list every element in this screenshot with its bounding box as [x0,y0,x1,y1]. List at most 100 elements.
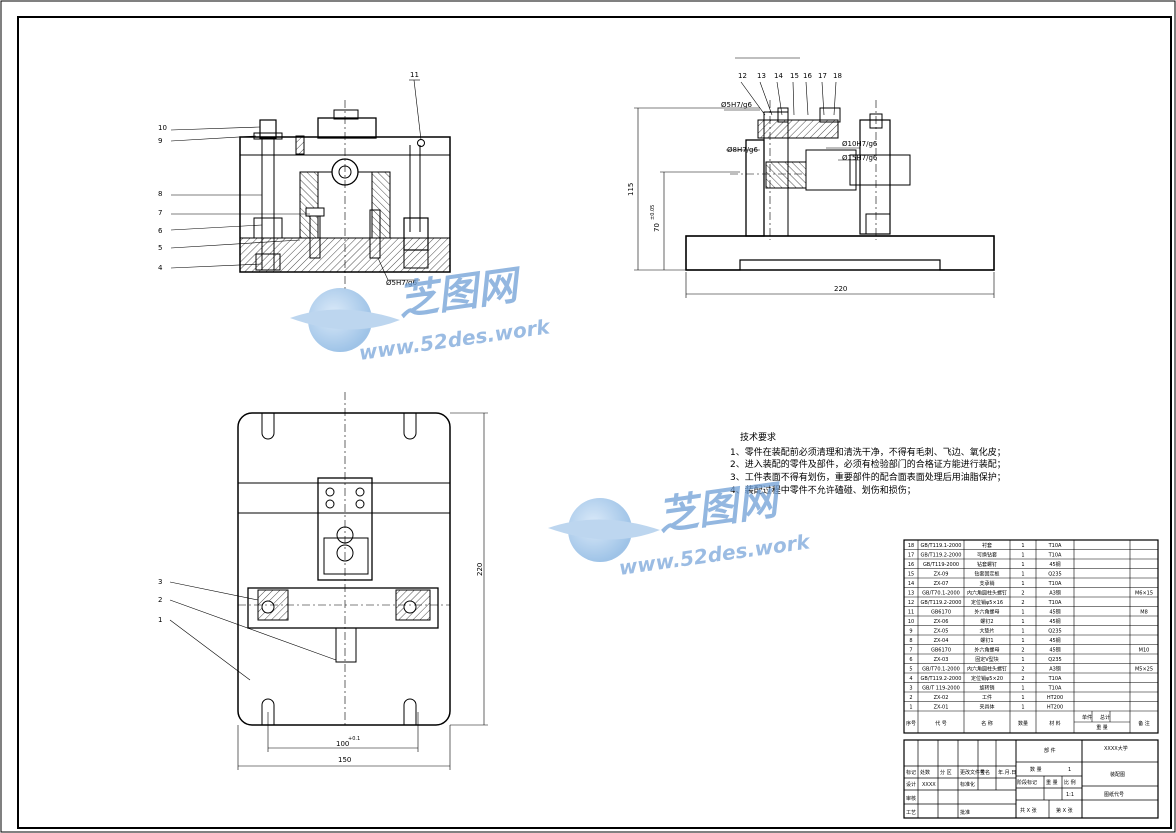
bom-row-name: 大垫片 [979,628,994,635]
bom-row-code: GB6170 [931,648,951,654]
bom-row-name: 螺钉2 [980,618,993,625]
tb-drawing-name: 装配图 [1110,771,1125,778]
bom-row-note: M6×15 [1135,591,1153,597]
title-block [903,739,1159,819]
front-fit-label: Ø5H7/g6 [386,279,417,287]
bom-row-qty: 2 [1021,667,1024,673]
bom-row-no: 1 [909,705,912,711]
bom-row-code: ZX-07 [934,581,949,587]
bom-row-code: GB/T119.2-2000 [921,676,962,682]
bom-row-material: A3钢 [1049,590,1061,597]
balloon-14: 14 [774,72,783,80]
bom-row-code: ZX-01 [934,705,949,711]
balloon-12: 12 [738,72,747,80]
bom-row-code: GB/T119.2-2000 [921,600,962,606]
bom-row-material: A3钢 [1049,666,1061,673]
side-fit-right: Ø15H7/g6 [842,154,878,162]
bom-row-qty: 1 [1021,572,1024,578]
tb-process: 工艺 [906,810,916,816]
balloon-11: 11 [410,71,419,79]
bom-row-no: 17 [908,553,914,559]
bom-header-single: 单件 [1082,714,1092,721]
tb-qty-label: 数 量 [1030,766,1042,773]
bom-row-no: 2 [909,695,912,701]
balloon-2: 2 [158,596,162,604]
bom-row-qty: 1 [1021,562,1024,568]
bom-row-code: GB/T70.1-2000 [922,667,960,673]
tb-approve: 批准 [960,809,970,816]
tb-check: 审核 [906,795,916,802]
bom-row-material: Q235 [1048,657,1061,663]
bom-row-name: 内六角圆柱头螺钉 [967,666,1007,673]
bom-row-code: GB/T 119-2000 [922,686,960,692]
balloon-10: 10 [158,124,167,132]
bom-row-material: 45钢 [1049,609,1060,616]
tb-qty-value: 1 [1068,767,1071,773]
tech-req-line-2: 2、进入装配的零件及部件，必须有检验部门的合格证方能进行装配； [730,458,1006,470]
bom-row-material: T10A [1048,543,1062,549]
bom-row-qty: 1 [1021,553,1024,559]
tb-part-label: 部 件 [1044,747,1056,754]
bom-row-qty: 2 [1021,600,1024,606]
bom-row-qty: 1 [1021,657,1024,663]
bom-row-material: T10A [1048,581,1062,587]
balloon-6: 6 [158,227,163,235]
bom-row-code: GB/T70.1-2000 [922,591,960,597]
bom-row-code: ZX-04 [934,638,949,644]
bom-row-name: 衬套 [982,542,992,549]
bom-row-material: Q235 [1048,572,1061,578]
bom-row-name: 旋转销 [979,685,994,692]
balloon-15: 15 [790,72,799,80]
bom-row-no: 12 [908,600,914,606]
balloon-16: 16 [803,72,812,80]
front-balloon-labels: 10 9 8 7 6 5 4 11 Ø5H7/g6 [158,71,419,287]
tb-sheets: 共 X 张 [1020,807,1037,814]
bom-row-no: 3 [909,686,912,692]
bom-header-name: 名 称 [981,720,993,727]
tb-school: XXXX大学 [1104,745,1128,752]
bom-row-no: 10 [908,619,914,625]
bom-row-name: 工件 [982,694,992,701]
tb-scale-value: 1:1 [1066,792,1074,798]
tb-standard: 标准化 [960,781,975,788]
bom-row-qty: 1 [1021,619,1024,625]
tb-count: 处数 [920,769,930,776]
watermark-url: www.52des.work [617,529,812,580]
bom-row-code: GB/T119.1-2000 [921,543,962,549]
top-slot-100: 100 [336,740,349,748]
balloon-18: 18 [833,72,842,80]
bom-row-no: 6 [909,657,912,663]
bom-row-name: 可换钻套 [977,552,997,559]
bom-header-qty: 数量 [1018,720,1028,727]
bom-row-name: 内六角圆柱头螺钉 [967,590,1007,597]
bom-row-no: 18 [908,543,914,549]
bom-row-qty: 1 [1021,610,1024,616]
tb-date: 年.月.日 [998,769,1016,776]
balloon-13: 13 [757,72,766,80]
bom-row-no: 14 [908,581,914,587]
bom-row-qty: 1 [1021,695,1024,701]
front-view [239,100,451,290]
bom-row-code: ZX-02 [934,695,949,701]
bom-row-name: 外六角螺母 [974,647,999,654]
bom-row-name: 钻套固定板 [974,571,999,578]
bom-row-code: ZX-05 [934,629,949,635]
bom-row-name: 钻套螺钉 [977,561,997,568]
bom-row-qty: 2 [1021,591,1024,597]
side-view-dimensions [634,57,995,298]
bom-row-qty: 1 [1021,705,1024,711]
bom-row-material: 45钢 [1049,561,1060,568]
bom-row-no: 5 [909,667,912,673]
bom-row-note: M10 [1139,648,1150,654]
balloon-8: 8 [158,190,162,198]
top-view-labels: 3 2 1 220 150 100 +0.1 [158,563,484,764]
bom-row-name: 定位销φ5×20 [971,675,1003,682]
balloon-17: 17 [818,72,827,80]
bom-row-name: 螺钉1 [980,637,993,644]
top-view [237,392,451,726]
bom-header-total: 总计 [1100,714,1110,721]
balloon-7: 7 [158,209,162,217]
bom-row-no: 11 [908,610,914,616]
tb-drawing-no-label: 图纸代号 [1104,791,1124,798]
bom-row-no: 15 [908,572,914,578]
